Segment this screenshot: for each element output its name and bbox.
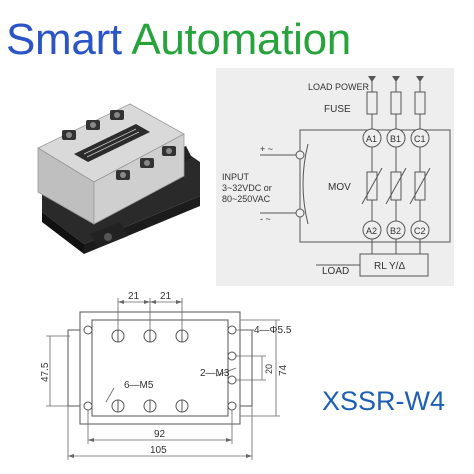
brand-word-automation: Automation	[131, 15, 351, 64]
terminals-top-row	[111, 329, 189, 343]
label-input-minus: - ~	[260, 214, 271, 224]
label-load-power: LOAD POWER	[308, 82, 370, 92]
dim-pitch-1: 21	[128, 291, 140, 302]
dim-width-105: 105	[150, 445, 167, 456]
dim-mount-holes: 4—Φ5.5	[254, 325, 292, 336]
label-input-3: 80~250VAC	[222, 194, 271, 204]
input-terminal-plus	[295, 150, 305, 160]
terminals-bottom	[362, 220, 430, 240]
label-load-box: RL Y/Δ	[374, 261, 405, 272]
label-input-2: 3~32VDC or	[222, 183, 272, 193]
fuses	[366, 91, 426, 115]
brand-word-smart: Smart	[6, 15, 122, 64]
dimension-drawing: 21 21 4—Φ5.5 2—M3 6—M5 47.5 20 74 92 105	[40, 291, 292, 460]
label-sticker	[74, 124, 150, 162]
label-input-1: INPUT	[222, 172, 250, 182]
terminal-b1: B1	[390, 134, 401, 144]
input-terminal-minus	[295, 208, 305, 218]
terminal-a1: A1	[366, 134, 377, 144]
terminal-c1: C1	[414, 134, 426, 144]
mount-hole-front	[104, 233, 112, 241]
housing-side	[93, 133, 185, 225]
mov-elements	[361, 167, 431, 205]
input-bracket	[302, 143, 309, 225]
terminal-a2: A2	[366, 226, 377, 236]
brand-title: Smart Automation	[6, 14, 351, 66]
dim-height-74: 74	[278, 364, 289, 376]
label-fuse: FUSE	[324, 104, 351, 115]
terminals-bottom-row	[111, 399, 189, 413]
product-image	[37, 103, 200, 254]
label-input-plus: + ~	[260, 144, 273, 154]
terminal-screws	[62, 110, 176, 180]
wiring-diagram: LOAD POWER FUSE MOV INPUT 3~32VDC or 80~…	[216, 68, 454, 286]
label-mov: MOV	[328, 182, 351, 193]
dim-width-92: 92	[154, 429, 166, 440]
dim-screws-m3: 2—M3	[200, 368, 230, 379]
dim-spacing-20: 20	[264, 364, 274, 374]
label-load: LOAD	[322, 266, 349, 277]
body-outline	[79, 311, 241, 425]
terminal-c2: C2	[414, 226, 426, 236]
dim-screws-m5: 6—M5	[124, 380, 154, 391]
dim-pitch-2: 21	[160, 291, 172, 302]
load-power-arrows	[368, 76, 424, 82]
terminal-b2: B2	[390, 226, 401, 236]
dim-height-outer: 47.5	[40, 362, 51, 382]
terminals-top	[362, 128, 430, 148]
model-number: XSSR-W4	[322, 386, 446, 416]
